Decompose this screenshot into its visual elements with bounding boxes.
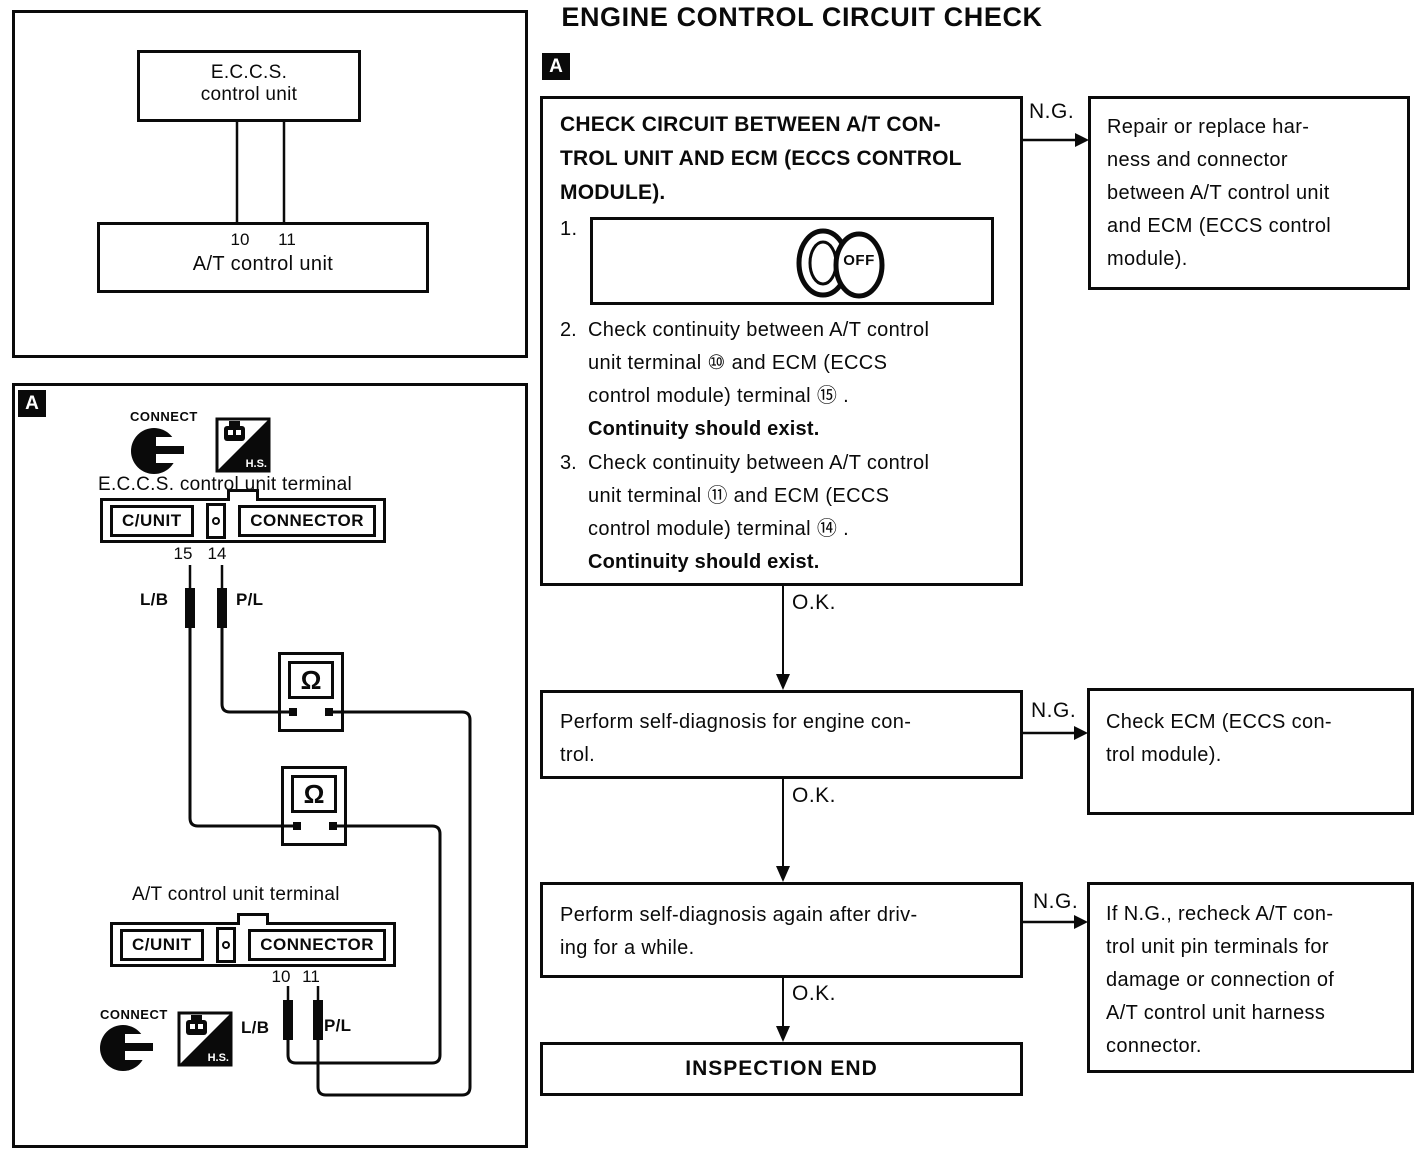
section-a-badge-diagram: A [18,390,46,417]
connector-cell: CONNECTOR [238,504,376,537]
flow-box-self-diagnosis-again: Perform self-diagnosis again after driv-… [540,882,1023,978]
box3-line1: Perform self-diagnosis again after driv- [560,904,918,926]
strip-mid-lock [215,926,236,963]
connector-diagram-panel [12,383,528,1148]
eccs-pin-14: 14 [207,544,227,563]
at-pin-10: 10 [271,967,291,986]
wire-label-pl-top: P/L [236,590,264,609]
box2-line1: Perform self-diagnosis for engine con- [560,711,912,733]
step2-line3: control module) terminal ⑮ . [588,385,850,407]
inspection-end-box: INSPECTION END [540,1042,1023,1096]
ok-label-3: O.K. [792,982,837,1005]
wire-label-lb-bottom: L/B [241,1018,270,1037]
step3-line3: control module) terminal ⑭ . [588,518,850,540]
step3-line1: Check continuity between A/T control [588,452,930,474]
cunit-cell: C/UNIT [120,928,204,961]
connect-icon [131,428,188,474]
ng1-line3: between A/T control unit [1107,182,1330,204]
box1-heading-line1: CHECK CIRCUIT BETWEEN A/T CON- [560,113,941,136]
step3-line2: unit terminal ⑪ and ECM (ECCS [588,485,890,507]
box1-heading-line3: MODULE). [560,181,666,204]
hs-icon-label-bottom: H.S. [207,1052,229,1064]
step2-row: 2. Check continuity between A/T control … [560,314,929,446]
ng-label-2: N.G. [1031,699,1077,722]
ng3-line2: trol unit pin terminals for [1106,936,1329,958]
ng3-line4: A/T control unit harness [1106,1002,1326,1024]
hs-icon-label-top: H.S. [245,458,267,470]
step2-line2: unit terminal ⑩ and ECM (ECCS [588,352,888,374]
step2-result: Continuity should exist. [588,418,820,440]
wire-label-pl-bottom: P/L [324,1016,352,1035]
strip-lock-dot [221,940,230,949]
ohmmeter-2: Ω [281,766,347,846]
flow-box-self-diagnosis: Perform self-diagnosis for engine con- t… [540,690,1023,779]
strip-mid-lock [205,502,226,539]
ng1-line4: and ECM (ECCS control [1107,215,1332,237]
strip-lock-dot [211,516,220,525]
ohmmeter-2-display: Ω [291,775,337,813]
hs-icon: H.S. [215,417,271,473]
eccs-box-line2: control unit [200,84,298,105]
at-control-unit-box: 10 11 A/T control unit [97,222,429,293]
key-off-icon [796,228,885,299]
ignition-off-frame: OFF [590,217,994,305]
at-terminal-caption: A/T control unit terminal [132,884,340,905]
ohmmeter-1: Ω [278,652,344,732]
eccs-terminal-caption: E.C.C.S. control unit terminal [98,474,352,495]
ng1-line2: ness and connector [1107,149,1288,171]
at-box-label: A/T control unit [192,253,334,275]
eccs-control-unit-box: E.C.C.S. control unit [137,50,361,122]
step1-number: 1. [560,218,578,240]
inspection-end-label: INSPECTION END [685,1057,878,1080]
ng-label-3: N.G. [1033,890,1079,913]
step2-line1: Check continuity between A/T control [588,319,930,341]
top-diagram-panel [12,10,528,358]
ng2-line1: Check ECM (ECCS con- [1106,711,1332,733]
box3-line2: ing for a while. [560,937,695,959]
ng2-line2: trol module). [1106,744,1222,766]
ng-box-check-ecm: Check ECM (ECCS con- trol module). [1087,688,1414,815]
hs-icon-graphic [215,417,271,473]
cunit-cell: C/UNIT [110,504,194,537]
connect-icon-label-top: CONNECT [130,409,198,424]
ng-box-repair-harness: Repair or replace har- ness and connecto… [1088,96,1410,290]
eccs-cunit-connector-strip: C/UNIT CONNECTOR [100,489,386,543]
ohmmeter-1-display: Ω [288,661,334,699]
connect-icon-label-bottom: CONNECT [100,1007,168,1022]
ng3-line1: If N.G., recheck A/T con- [1106,903,1334,925]
ng-box-recheck-terminals: If N.G., recheck A/T con- trol unit pin … [1087,882,1414,1073]
step3-result: Continuity should exist. [588,551,820,573]
section-a-badge-flow: A [542,53,570,80]
step3-row: 3. Check continuity between A/T control … [560,447,929,579]
page-title: ENGINE CONTROL CIRCUIT CHECK [561,2,1043,32]
ng3-line5: connector. [1106,1035,1202,1057]
ng-label-1: N.G. [1029,100,1075,123]
step2-number: 2. [560,319,577,341]
hs-icon-graphic [177,1011,233,1067]
connect-icon [100,1025,157,1071]
eccs-box-line1: E.C.C.S. [210,62,288,83]
eccs-pin-15: 15 [173,544,193,563]
flow-box-check-circuit: CHECK CIRCUIT BETWEEN A/T CON- TROL UNIT… [540,96,1023,586]
at-cunit-connector-strip: C/UNIT CONNECTOR [110,913,396,967]
ok-label-1: O.K. [792,591,837,614]
ng3-line3: damage or connection of [1106,969,1335,991]
strip-tab [227,489,259,501]
at-pin-11: 11 [302,967,320,986]
at-box-pin-11: 11 [278,230,296,249]
ng1-line5: module). [1107,248,1188,270]
box1-heading-line2: TROL UNIT AND ECM (ECCS CONTROL [560,147,962,170]
ng1-line1: Repair or replace har- [1107,116,1310,138]
ok-label-2: O.K. [792,784,837,807]
ignition-off-label: OFF [843,252,875,269]
at-box-pin-10: 10 [230,230,250,249]
connector-cell: CONNECTOR [248,928,386,961]
hs-icon: H.S. [177,1011,233,1067]
box2-line2: trol. [560,744,596,766]
step3-number: 3. [560,452,577,474]
strip-tab [237,913,269,925]
wire-label-lb-top: L/B [140,590,169,609]
